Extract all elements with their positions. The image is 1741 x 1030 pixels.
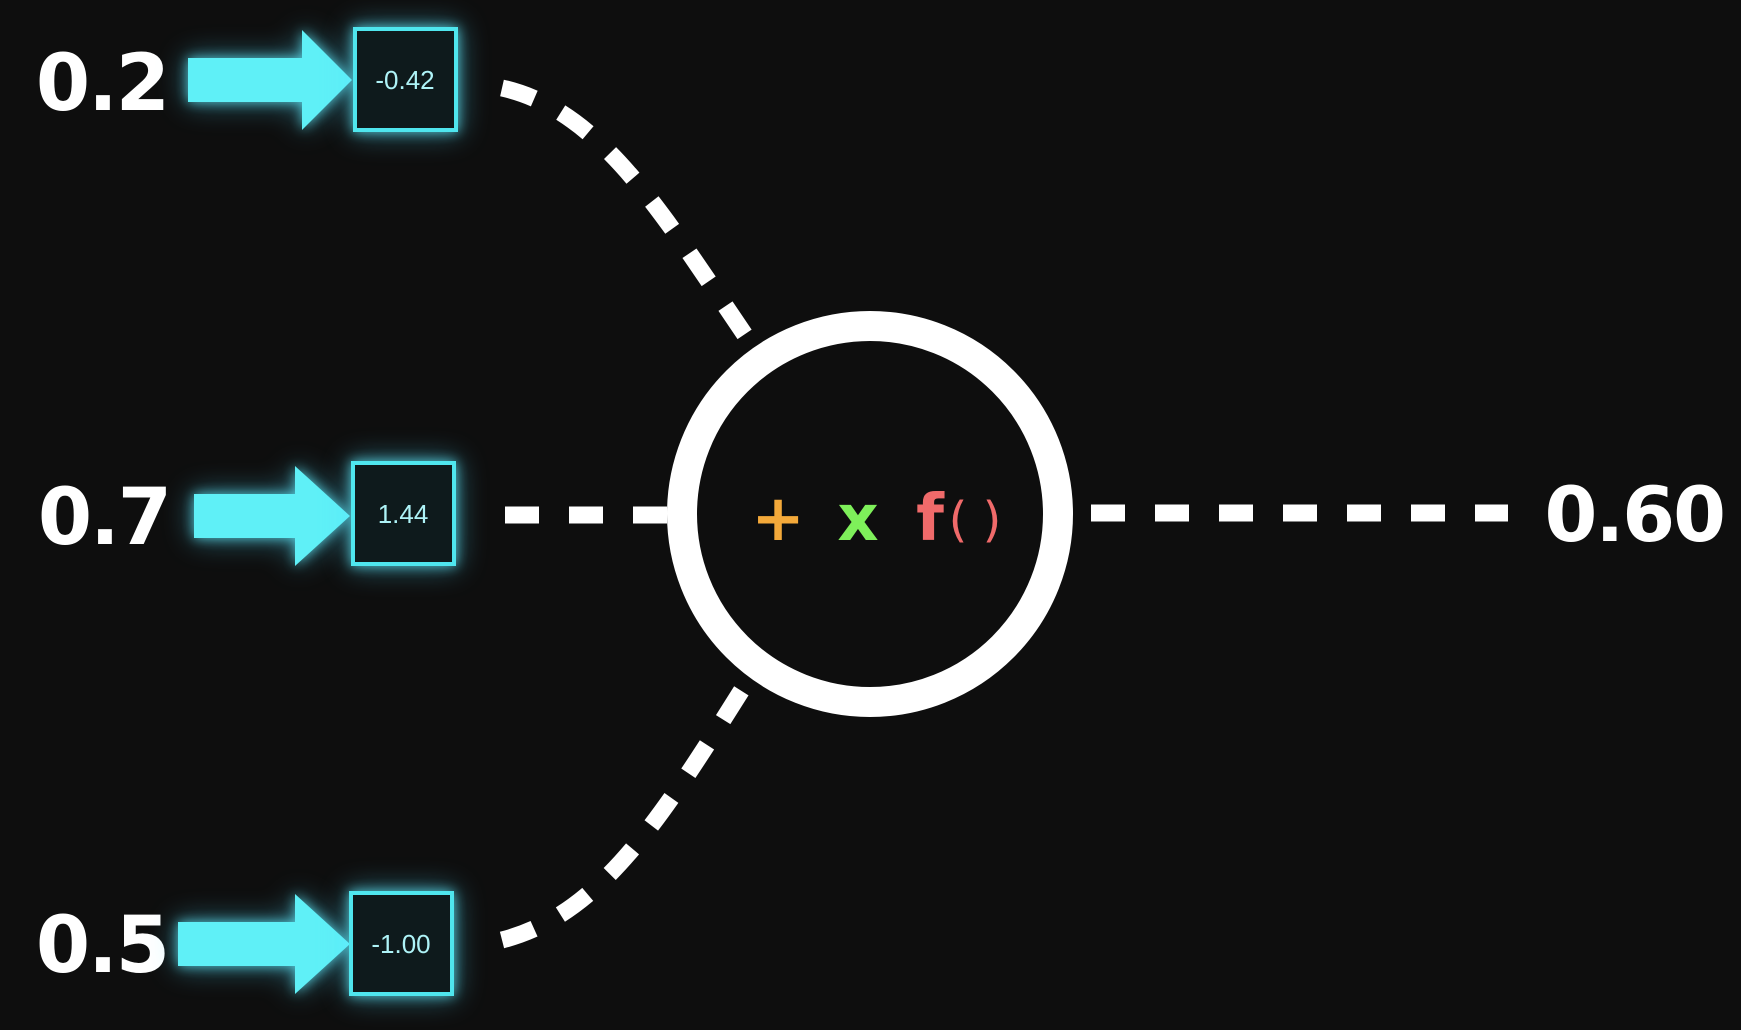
weight-label-3: -1.00: [371, 929, 430, 959]
output-value: 0.60: [1544, 470, 1724, 559]
connection-bottom: [499, 680, 753, 949]
input-arrow-2: [194, 466, 350, 566]
neuron-operations: + x f ( ): [751, 482, 1001, 556]
function-symbol: f: [916, 482, 945, 556]
input-row-2: 0.7 1.44: [38, 461, 456, 566]
sum-symbol: +: [751, 482, 805, 556]
input-value-1: 0.2: [36, 39, 168, 129]
connection-top: [500, 79, 753, 340]
weight-box-3: [349, 891, 454, 996]
neuron-circle: [667, 311, 1073, 717]
weight-box-1: [353, 27, 458, 132]
input-value-3: 0.5: [36, 901, 168, 991]
input-row-1: 0.2 -0.42: [36, 27, 458, 132]
weight-label-1: -0.42: [375, 65, 434, 95]
function-parens: ( ): [949, 492, 1002, 548]
input-arrow-3: [178, 894, 350, 994]
input-value-2: 0.7: [38, 473, 170, 563]
input-arrow-1: [188, 30, 352, 130]
weight-box-2: [351, 461, 456, 566]
connections: [499, 79, 1508, 949]
input-row-3: 0.5 -1.00: [36, 891, 454, 996]
multiply-symbol: x: [837, 482, 878, 556]
weight-label-2: 1.44: [378, 499, 429, 529]
